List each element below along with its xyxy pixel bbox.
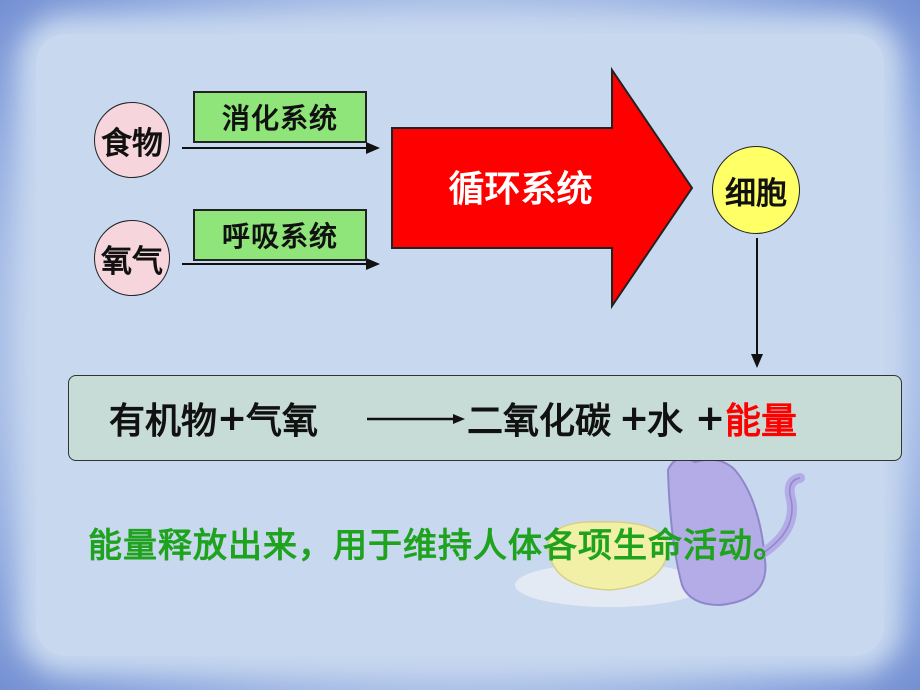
respiratory-system-box: 呼吸系统 (193, 209, 367, 261)
cat-decoration (515, 457, 805, 607)
plus-sign-1: + (217, 397, 248, 439)
product-co2: 二氧化碳 (467, 401, 612, 442)
circulatory-system-label: 循环系统 (448, 169, 593, 210)
oxygen-label: 氧气 (101, 243, 163, 280)
food-circle: 食物 (94, 102, 170, 178)
respiratory-system-label: 呼吸系统 (221, 220, 338, 253)
food-label: 食物 (101, 125, 163, 162)
plus-sign-2: + (619, 397, 650, 439)
digestive-system-label: 消化系统 (221, 102, 338, 135)
reactant-oxygen: 气氧 (246, 401, 319, 442)
energy-note: 能量释放出来，用于维持人体各项生命活动。 (88, 526, 788, 566)
respiratory-arrow-head (366, 258, 380, 270)
cell-circle: 细胞 (712, 146, 800, 234)
circulatory-arrow (391, 66, 694, 310)
cell-label: 细胞 (725, 175, 787, 212)
equation-box: 有机物 + 气氧 二氧化碳 + 水 + 能量 (68, 375, 902, 461)
plus-sign-3: + (695, 397, 726, 439)
product-energy: 能量 (725, 401, 798, 442)
reaction-arrow (367, 414, 465, 424)
reactant-organic: 有机物 (109, 401, 218, 442)
product-water: 水 (647, 401, 684, 442)
oxygen-circle: 氧气 (94, 220, 170, 296)
digestive-arrow-head (366, 142, 380, 154)
digestive-system-box: 消化系统 (193, 91, 367, 143)
cell-down-arrow-head (751, 354, 763, 368)
